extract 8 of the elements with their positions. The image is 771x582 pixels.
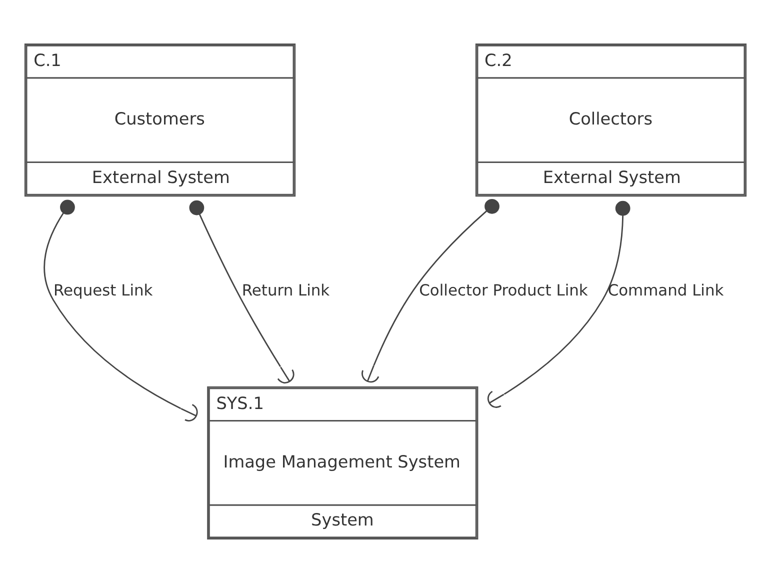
edge-label: Return Link — [242, 280, 330, 299]
edge-label: Command Link — [608, 280, 724, 299]
edge-label: Collector Product Link — [419, 280, 588, 299]
edge-label: Request Link — [54, 280, 153, 299]
connector — [487, 200, 630, 408]
connector — [189, 200, 294, 383]
connector — [362, 198, 500, 382]
connector — [44, 199, 198, 421]
